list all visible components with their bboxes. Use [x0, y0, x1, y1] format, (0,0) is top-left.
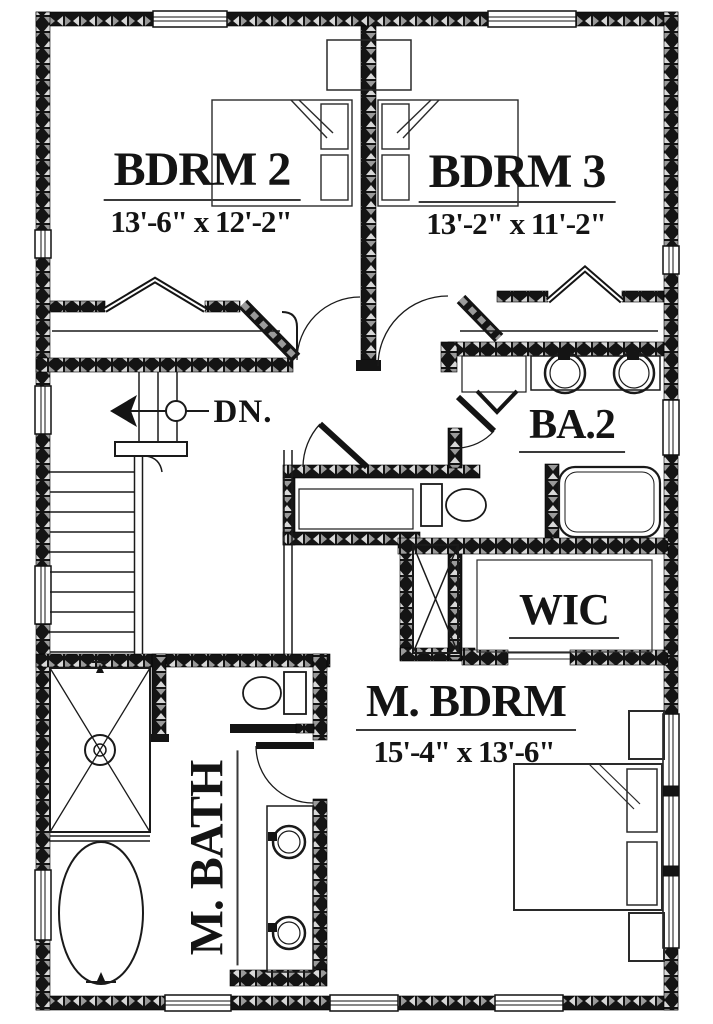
faucet	[558, 352, 570, 360]
door-mbath	[255, 745, 314, 804]
faucet	[268, 832, 277, 841]
linen-chase	[412, 544, 459, 654]
bathtub-ba2	[557, 465, 662, 539]
wall-linen-top	[282, 464, 481, 479]
wall-hall-left	[35, 357, 294, 373]
door-linen	[302, 423, 321, 468]
shower-drain	[93, 743, 107, 757]
window	[329, 994, 399, 1012]
fixtures-wic	[476, 559, 653, 660]
king-bed-mbdrm	[513, 763, 663, 911]
twin-bed-bdrm2	[211, 99, 353, 207]
furniture-mbdrm	[513, 710, 665, 962]
nightstand	[628, 912, 665, 962]
room-dims-bdrm2: 13'-6" x 12'-2"	[110, 204, 292, 239]
wall-wic-top	[397, 537, 669, 555]
window	[34, 229, 52, 259]
nightstand	[628, 710, 665, 760]
wall-mbath-right-lower	[312, 798, 328, 971]
room-label-bdrm3: BDRM 3	[418, 148, 616, 203]
pillow	[626, 841, 658, 906]
pillow	[626, 768, 658, 833]
door-leaf-mbath	[256, 742, 314, 749]
fixtures-ba2	[298, 351, 662, 654]
door-bdrm3	[377, 295, 449, 367]
window	[494, 994, 564, 1012]
room-label-wic: WIC	[509, 588, 619, 639]
exterior-wall-left	[35, 11, 51, 1011]
room-label-bdrm2: BDRM 2	[103, 146, 301, 201]
double-sink-vanity-ba2	[530, 351, 661, 395]
pillow	[381, 154, 410, 201]
window	[487, 10, 577, 28]
door-ba2	[457, 430, 495, 449]
wall-mbath-right-upper	[312, 653, 328, 741]
door-leaf-linen	[317, 421, 370, 470]
closet-details	[52, 265, 658, 415]
stair-label-dn: DN.	[213, 394, 273, 430]
window	[662, 399, 680, 456]
oval-tub-mbath	[58, 841, 144, 985]
stair-direction-arrow	[110, 395, 137, 427]
window	[662, 713, 680, 949]
faucet	[268, 923, 277, 932]
interior-walls	[35, 25, 669, 987]
window	[662, 245, 680, 275]
stair-landing	[114, 441, 188, 457]
wic-shelf-outline	[476, 559, 653, 653]
pillow	[320, 154, 349, 201]
room-label-mbdrm: M. BDRM	[356, 678, 576, 731]
pillow	[381, 103, 410, 150]
stairs-down	[50, 372, 293, 654]
window	[34, 385, 52, 435]
windows	[34, 10, 680, 1012]
tub-faucet	[97, 972, 105, 981]
window	[164, 994, 232, 1012]
toilet-mbath	[242, 671, 307, 715]
wall-center-bedrooms	[360, 25, 377, 361]
room-dims-bdrm3: 13'-2" x 11'-2"	[426, 206, 607, 241]
wall-mbath-top	[35, 653, 331, 668]
furniture-bedrooms	[211, 39, 519, 207]
exterior-wall-top	[35, 11, 679, 27]
bifold-doors-bdrm3	[546, 265, 624, 304]
fixtures-mbath	[49, 661, 314, 985]
door-leaf-ba2	[455, 394, 497, 434]
room-label-mbath: M. BATH	[181, 750, 239, 966]
pillow	[320, 103, 349, 150]
window	[34, 869, 52, 941]
linen-closet-shelf	[298, 488, 414, 530]
twin-bed-bdrm3	[377, 99, 519, 207]
double-sink-vanity-mbath	[266, 805, 314, 973]
cabinet-doors-ba2	[475, 389, 519, 415]
linen-shelf-ba2	[461, 355, 527, 393]
room-dims-mbdrm: 15'-4" x 13'-6"	[373, 734, 555, 769]
toilet-ba2	[420, 483, 487, 527]
window	[34, 565, 52, 625]
faucet	[627, 352, 639, 360]
shower-mbath	[49, 661, 151, 833]
room-label-ba2: BA.2	[519, 404, 625, 453]
doors	[255, 295, 497, 804]
bifold-doors-bdrm2	[103, 276, 207, 313]
window	[152, 10, 228, 28]
door-bdrm2	[296, 296, 361, 361]
chase-box	[326, 39, 412, 91]
